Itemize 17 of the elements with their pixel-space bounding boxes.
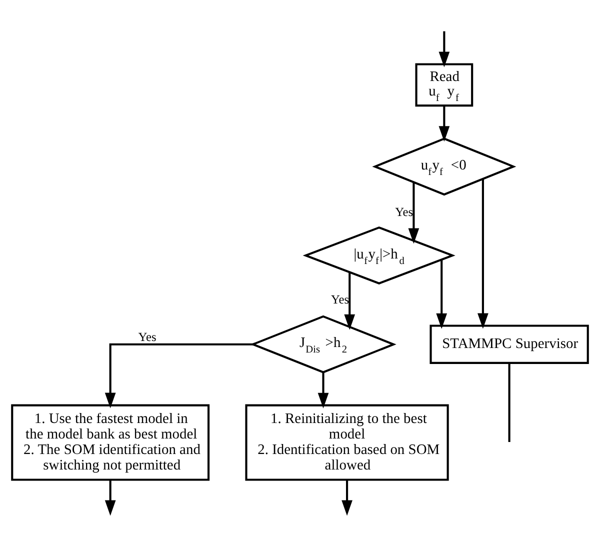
arrow xyxy=(318,372,329,408)
arrow xyxy=(478,179,488,329)
arrow xyxy=(438,106,450,142)
arrow xyxy=(438,31,450,68)
node-box: 1. Use the fastest model in the model bank as best model 2. The SOM identification and switching not permitted xyxy=(11,404,210,481)
arrow xyxy=(344,272,356,330)
arrow xyxy=(408,182,420,244)
edge-label: Yes xyxy=(138,330,156,344)
node-box: STAMMPC Supervisor xyxy=(430,324,589,364)
connector xyxy=(508,363,510,442)
node-diamond: u$_{f}$y$_{f}$ <0 xyxy=(372,138,516,196)
arrow xyxy=(104,480,116,516)
arrow xyxy=(342,480,352,516)
node-box: Read u$_{f}$ y$_{f}$ xyxy=(415,63,474,107)
arrow xyxy=(436,260,448,329)
node-box: 1. Reinitializing to the best model 2. Identification based on SOM allowed xyxy=(245,404,449,481)
arrow xyxy=(104,343,253,408)
